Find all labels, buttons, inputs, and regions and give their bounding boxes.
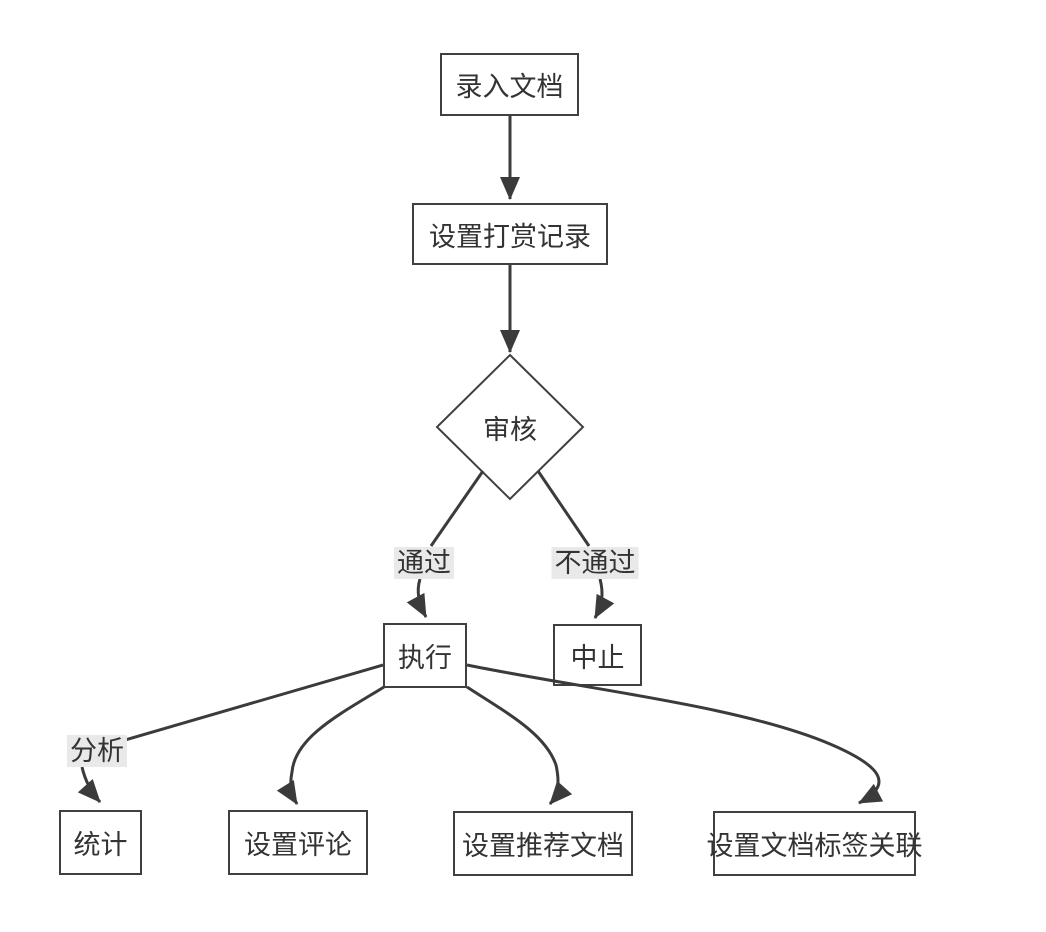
edge-review-to-pass-label (429, 470, 485, 547)
edge-execute-to-analyze-label (124, 663, 384, 742)
edge-execute-to-comments (276, 685, 385, 805)
edge-label-fail: 不通过 (551, 547, 639, 579)
edge-pass-to-execute (406, 578, 428, 618)
node-set-recommended-docs: 设置推荐文档 (453, 811, 633, 876)
edge-execute-to-tags (466, 663, 884, 805)
node-set-doc-tag-relation: 设置文档标签关联 (707, 811, 923, 876)
node-enter-document: 录入文档 (440, 53, 579, 116)
node-execute: 执行 (383, 623, 467, 688)
node-statistics: 统计 (59, 810, 142, 875)
edge-review-to-fail-label (536, 470, 591, 547)
node-set-comments: 设置评论 (228, 810, 368, 875)
node-set-reward-record: 设置打赏记录 (412, 203, 608, 265)
node-review-label: 审核 (483, 414, 537, 445)
edge-label-pass: 通过 (394, 547, 454, 579)
edge-analyze-to-statistics (77, 766, 102, 804)
edge-execute-to-recommend (466, 685, 573, 805)
edge-label-analyze: 分析 (67, 735, 127, 767)
edge-fail-to-abort (593, 578, 615, 619)
node-abort: 中止 (553, 624, 642, 686)
